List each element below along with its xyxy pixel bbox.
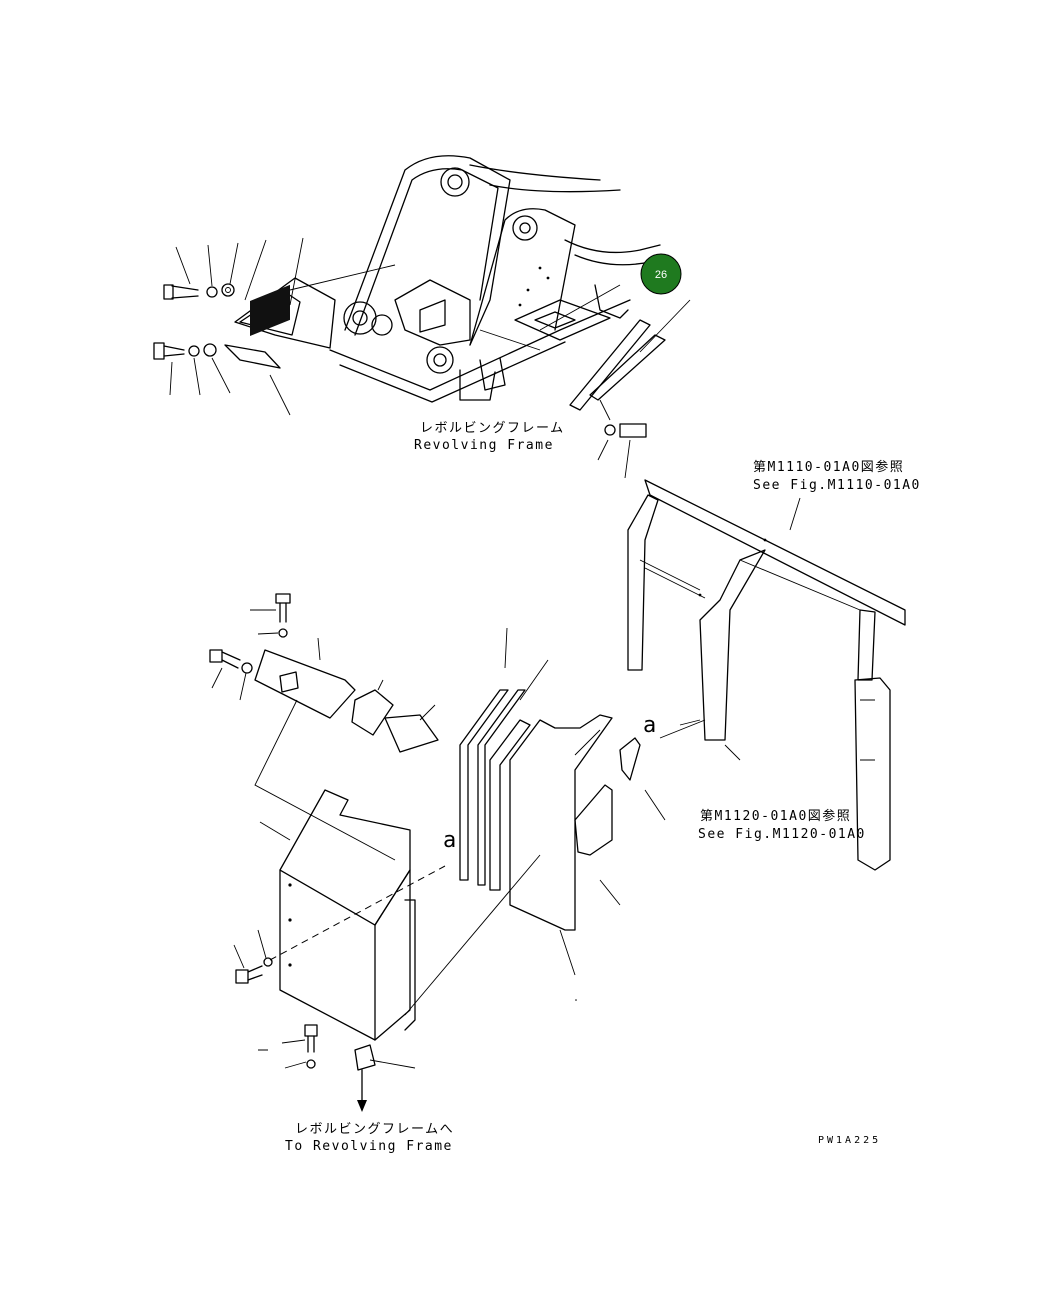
fig-m1110-label-en: See Fig.M1110-01A0 <box>753 478 921 493</box>
revolving-frame-label-jp: レボルビングフレーム <box>420 421 565 436</box>
cover-box-assembly <box>209 593 541 1112</box>
fig-m1110-label-jp: 第M1110-01A0図参照 <box>753 459 904 475</box>
callout-26[interactable]: 26 <box>640 253 682 295</box>
fig-m1120-label-jp: 第M1120-01A0図参照 <box>700 808 851 824</box>
arrow-a-right-line <box>659 719 706 739</box>
guard-frame-drawing <box>627 479 906 871</box>
frame-bolt <box>597 423 647 479</box>
to-revolving-frame-label-jp: レボルビングフレームへ <box>295 1122 454 1137</box>
fig-m1120-label-en: See Fig.M1120-01A0 <box>698 827 866 842</box>
grille-cover-assembly <box>153 237 396 416</box>
drawing-code: PW1A225 <box>818 1135 881 1146</box>
revolving-frame-drawing <box>329 155 691 421</box>
revolving-frame-label-en: Revolving Frame <box>414 438 554 453</box>
callout-badge[interactable] <box>640 253 682 295</box>
partition-panels <box>459 627 666 1001</box>
arrow-a-right: a <box>643 713 656 738</box>
arrow-a-left: a <box>443 828 456 853</box>
to-revolving-frame-label-en: To Revolving Frame <box>285 1139 453 1154</box>
fig-m1110-leader <box>789 497 801 531</box>
callout-number: 26 <box>655 269 667 281</box>
